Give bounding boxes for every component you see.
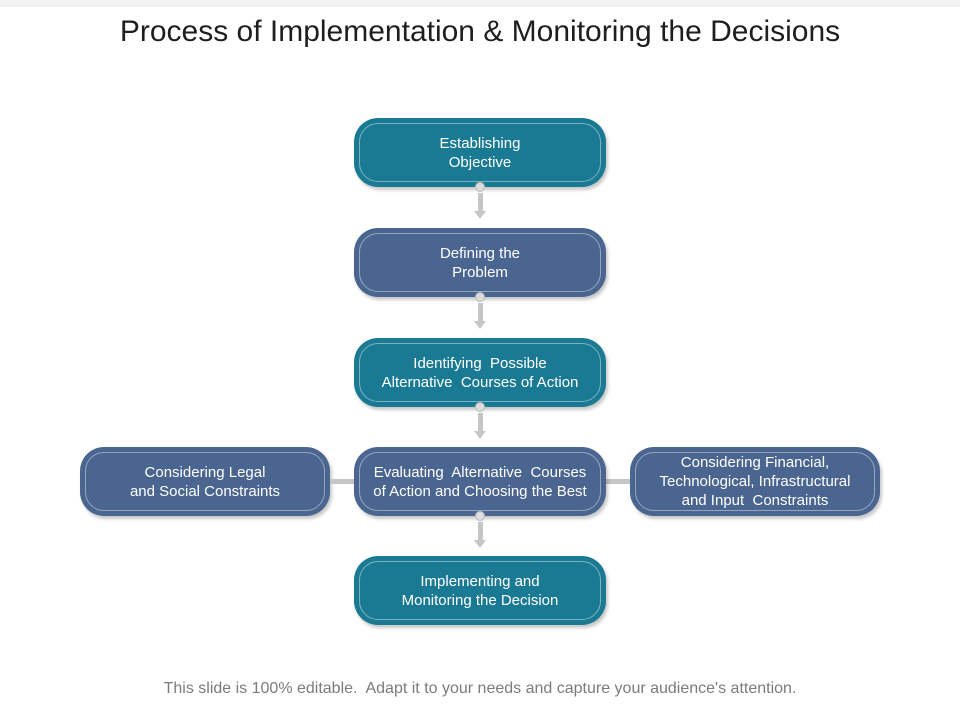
box-text-line: Objective: [448, 153, 512, 171]
arrow-down-icon: [474, 211, 486, 219]
top-strip: [0, 0, 960, 7]
box-text-line: Considering Legal: [144, 463, 266, 481]
connector-dot: [475, 402, 485, 412]
connector-stem: [478, 413, 483, 431]
box-text-line: Technological, Infrastructural: [659, 473, 851, 490]
flow-box-identifying-possible-alternatives: Identifying Possible Alternative Courses…: [354, 338, 606, 407]
connector-dot: [475, 182, 485, 192]
connector-stem: [478, 303, 483, 321]
box-text-line: Identifying Possible: [413, 354, 547, 372]
box-text-line: Evaluating Alternative Courses: [373, 463, 587, 481]
page-title: Process of Implementation & Monitoring t…: [119, 15, 841, 48]
flow-box-evaluating-alternative-courses: Evaluating Alternative Courses of Action…: [354, 447, 606, 516]
connector-down-arrow-3: [474, 402, 486, 440]
connector-down-arrow-2: [474, 292, 486, 330]
box-text-line: of Action and Choosing the Best: [373, 482, 587, 500]
flow-box-considering-legal-social-constraints: Considering Legal and Social Constraints: [80, 447, 330, 516]
connector-stem: [478, 522, 483, 540]
connector-right-line: [606, 479, 630, 484]
connector-dot: [475, 292, 485, 302]
connector-dot: [475, 511, 485, 521]
footer-note: This slide is 100% editable. Adapt it to…: [163, 680, 797, 697]
arrow-down-icon: [474, 321, 486, 329]
flow-box-establishing-objective: Establishing Objective: [354, 118, 606, 187]
connector-stem: [478, 193, 483, 211]
box-text-line: Establishing: [439, 134, 521, 152]
box-text-line: Defining the: [439, 244, 521, 262]
connector-left-line: [330, 479, 354, 484]
box-text-line: Implementing and: [420, 572, 540, 590]
flow-box-defining-the-problem: Defining the Problem: [354, 228, 606, 297]
connector-down-arrow-1: [474, 182, 486, 220]
box-text-line: Alternative Courses of Action: [381, 373, 579, 391]
arrow-down-icon: [474, 431, 486, 439]
flow-box-considering-financial-constraints: Considering Financial, Technological, In…: [630, 447, 880, 516]
connector-down-arrow-4: [474, 511, 486, 549]
arrow-down-icon: [474, 540, 486, 548]
box-text-line: and Input Constraints: [681, 492, 829, 509]
box-text-line: Problem: [452, 263, 508, 281]
box-text-line: Considering Financial,: [680, 454, 830, 471]
box-text-line: and Social Constraints: [129, 482, 281, 500]
flow-box-implementing-and-monitoring: Implementing and Monitoring the Decision: [354, 556, 606, 625]
box-text-line: Monitoring the Decision: [401, 591, 559, 609]
